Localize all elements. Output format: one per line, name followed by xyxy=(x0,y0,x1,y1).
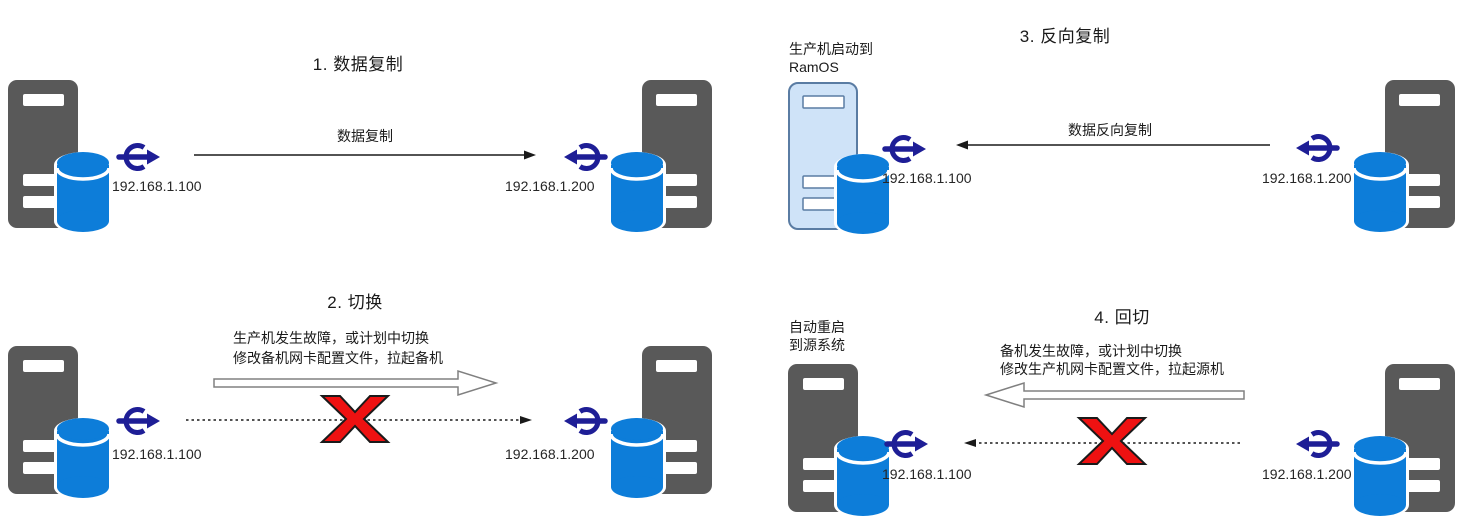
reverse-replication-arrow-left xyxy=(956,140,1270,150)
panel-title: 3. 反向复制 xyxy=(1019,27,1111,46)
server-caption: RamOS xyxy=(789,59,839,75)
failure-x-icon xyxy=(1078,417,1146,465)
panel-title: 2. 切换 xyxy=(327,293,383,312)
panel-data-replication: 1. 数据复制 192.168.1.100 数据复制 192.168.1.200 xyxy=(0,0,732,258)
standby-server-icon xyxy=(1353,78,1457,234)
production-server-icon xyxy=(6,78,110,234)
ip-label-right: 192.168.1.200 xyxy=(1262,170,1352,186)
standby-server-icon xyxy=(1353,362,1457,516)
replication-in-icon xyxy=(1294,130,1340,166)
standby-server-icon xyxy=(610,78,714,234)
replication-arrow-right xyxy=(194,150,536,160)
note-line: 生产机发生故障，或计划中切换 xyxy=(233,330,429,346)
replication-in-icon xyxy=(562,403,608,439)
panel-switchback: 4. 回切 自动重启 到源系统 备机发生故障，或计划中切换 修改生产机网卡配置文… xyxy=(732,258,1464,516)
arrow-label: 数据复制 xyxy=(337,128,393,144)
panel-title: 4. 回切 xyxy=(1094,308,1150,327)
ip-label-left: 192.168.1.100 xyxy=(882,466,972,482)
replication-in-icon xyxy=(562,139,608,175)
ip-label-left: 192.168.1.100 xyxy=(882,170,972,186)
production-server-icon xyxy=(786,362,890,516)
note-line: 修改生产机网卡配置文件，拉起源机 xyxy=(1000,361,1224,377)
arrow-label: 数据反向复制 xyxy=(1068,122,1152,138)
note-line: 修改备机网卡配置文件，拉起备机 xyxy=(233,350,443,366)
ramos-server-icon xyxy=(786,80,890,236)
panel-title: 1. 数据复制 xyxy=(312,55,404,74)
ip-label-right: 192.168.1.200 xyxy=(505,446,595,462)
server-caption: 生产机启动到 xyxy=(789,41,873,57)
panel-switchover: 2. 切换 生产机发生故障，或计划中切换 修改备机网卡配置文件，拉起备机 192… xyxy=(0,258,732,516)
panel-reverse-replication: 3. 反向复制 生产机启动到 RamOS 192.168.1.100 数据反向复… xyxy=(732,0,1464,258)
replication-out-icon xyxy=(884,426,930,462)
ip-label-left: 192.168.1.100 xyxy=(112,446,202,462)
ip-label-left: 192.168.1.100 xyxy=(112,178,202,194)
replication-in-icon xyxy=(1294,426,1340,462)
failure-x-icon xyxy=(321,395,389,443)
server-caption: 到源系统 xyxy=(789,337,845,353)
replication-out-icon xyxy=(116,403,162,439)
switchback-arrow-left xyxy=(983,381,1245,409)
switchover-arrow-right xyxy=(213,369,499,397)
server-caption: 自动重启 xyxy=(789,319,845,335)
replication-out-icon xyxy=(882,131,928,167)
standby-server-icon xyxy=(610,344,714,500)
note-line: 备机发生故障，或计划中切换 xyxy=(1000,343,1182,359)
ip-label-right: 192.168.1.200 xyxy=(1262,466,1352,482)
production-server-icon xyxy=(6,344,110,500)
ip-label-right: 192.168.1.200 xyxy=(505,178,595,194)
replication-out-icon xyxy=(116,139,162,175)
